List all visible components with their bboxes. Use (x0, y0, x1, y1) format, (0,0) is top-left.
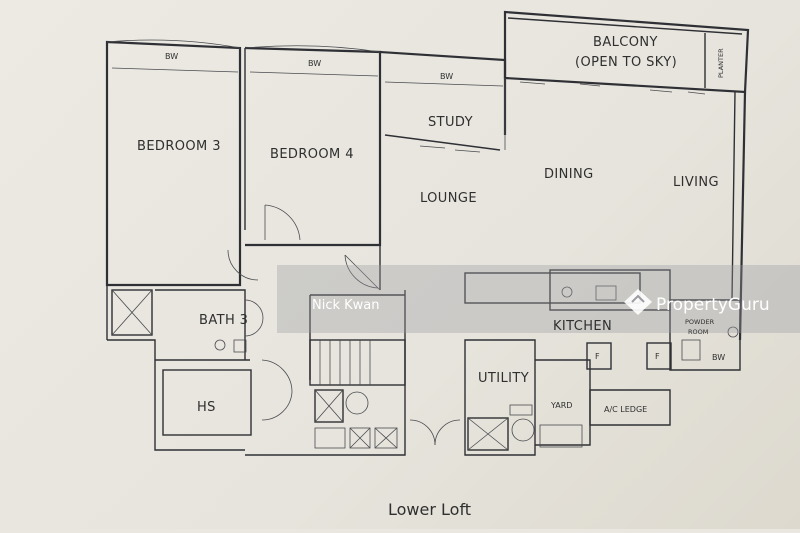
label-dining: DINING (544, 167, 594, 182)
label-bedroom-4: BEDROOM 4 (270, 147, 354, 162)
label-kitchen: KITCHEN (553, 319, 612, 334)
label-fridge-1: F (595, 352, 600, 361)
label-bw-bedroom4: BW (308, 59, 321, 68)
label-living: LIVING (673, 175, 719, 190)
label-bath-3: BATH 3 (199, 313, 248, 328)
fixtures (106, 39, 739, 451)
label-powder-room-2: ROOM (688, 328, 708, 336)
watermark-brand: PropertyGuru (656, 295, 770, 315)
window-marks (419, 81, 706, 153)
label-bw-bedroom3: BW (165, 52, 178, 61)
label-planter: PLANTER (717, 48, 725, 78)
label-lounge: LOUNGE (420, 191, 477, 206)
label-bw-powder: BW (712, 353, 725, 362)
plan-caption: Lower Loft (388, 500, 471, 519)
label-fridge-2: F (655, 352, 660, 361)
watermark-user: Nick Kwan (312, 298, 380, 313)
label-hs: HS (197, 400, 216, 415)
label-bw-study: BW (440, 72, 453, 81)
room-labels: BEDROOM 3 BEDROOM 4 STUDY BALCONY (OPEN … (137, 35, 725, 415)
watermark-band (277, 265, 800, 333)
label-bedroom-3: BEDROOM 3 (137, 139, 221, 154)
label-powder-room: POWDER (685, 318, 715, 326)
outer-walls (105, 10, 750, 456)
label-balcony-open: (OPEN TO SKY) (575, 55, 677, 70)
label-balcony: BALCONY (593, 35, 658, 50)
label-utility: UTILITY (478, 371, 529, 386)
propertyguru-logo-icon (624, 289, 652, 315)
doors (227, 204, 461, 446)
label-yard: YARD (550, 401, 572, 410)
label-ac-ledge: A/C LEDGE (604, 405, 647, 414)
label-study: STUDY (428, 115, 473, 130)
